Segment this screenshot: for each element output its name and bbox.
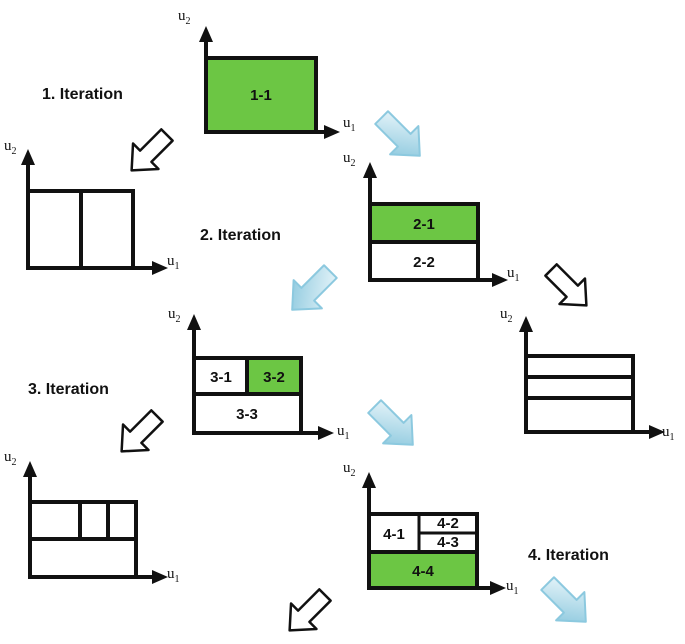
iteration-4-label: 4. Iteration [528, 547, 609, 564]
white-down-right-arrow-icon [544, 263, 588, 307]
panel-iteration-3-result: u2 u1 [4, 449, 180, 585]
u1-axis-label: u1 [337, 423, 350, 442]
cell-2-1-label: 2-1 [413, 216, 435, 233]
u1-axis-label: u1 [167, 566, 180, 585]
white-down-left-arrow-icon [130, 128, 174, 172]
u2-axis-label: u2 [343, 460, 356, 479]
blue-down-right-arrow-icon [367, 399, 414, 446]
cell-2-2-label: 2-2 [413, 254, 435, 271]
panel-iteration-2-input: u2 u1 2-1 2-2 [343, 150, 520, 287]
panel-iteration-1-input: u2 u1 1-1 [178, 8, 356, 139]
panel-iteration-2-result: u2 u1 [500, 306, 675, 443]
cell-2-2 [368, 240, 480, 282]
u2-axis-label: u2 [4, 449, 17, 468]
cell-4-4 [367, 550, 479, 590]
blue-down-right-arrow-icon [374, 110, 421, 157]
u2-axis-label: u2 [168, 306, 181, 325]
cell-1-1 [204, 56, 318, 134]
cell-3-2-label: 3-2 [263, 369, 285, 386]
partition-box [524, 354, 635, 434]
white-down-left-arrow-icon [120, 409, 164, 453]
cell-1-1-label: 1-1 [250, 87, 272, 104]
cell-4-4-label: 4-4 [412, 563, 434, 580]
cell-4-1-label: 4-1 [383, 526, 405, 543]
u1-axis-label: u1 [506, 578, 519, 597]
white-down-left-arrow-icon [288, 588, 332, 632]
panel-iteration-3-input: u2 u1 3-1 3-2 3-3 [168, 306, 350, 442]
iteration-3-label: 3. Iteration [28, 381, 109, 398]
u1-axis-label: u1 [167, 253, 180, 272]
cell-3-1-label: 3-1 [210, 369, 232, 386]
cell-2-1 [368, 202, 480, 244]
cell-4-2-label: 4-2 [437, 515, 459, 532]
u1-axis-label: u1 [343, 115, 356, 134]
iteration-2-label: 2. Iteration [200, 227, 281, 244]
blue-down-left-arrow-icon [291, 264, 338, 311]
u2-axis-label: u2 [4, 138, 17, 157]
u2-axis-label: u2 [343, 150, 356, 169]
u1-axis-label: u1 [507, 265, 520, 284]
blue-down-right-arrow-icon [540, 576, 587, 623]
cell-3-3-label: 3-3 [236, 406, 258, 423]
panel-iteration-1-result: u2 u1 [4, 138, 180, 275]
u2-axis-label: u2 [178, 8, 191, 27]
cell-4-3-label: 4-3 [437, 534, 459, 551]
iteration-1-label: 1. Iteration [42, 86, 123, 103]
u1-axis-label: u1 [662, 424, 675, 443]
panel-iteration-4-input: u2 u1 4-1 4-2 4-3 4-4 [343, 460, 519, 597]
u2-axis-label: u2 [500, 306, 513, 325]
